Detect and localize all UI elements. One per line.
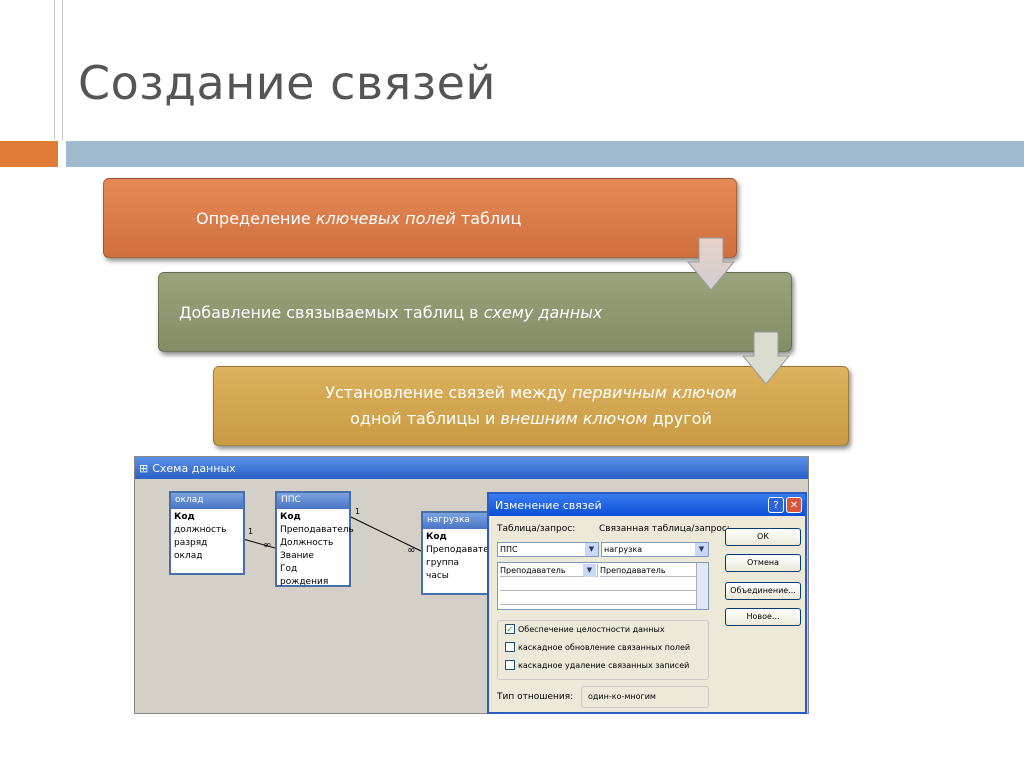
field-row[interactable]: Должность xyxy=(280,538,334,548)
dialog-titlebar: Изменение связей ?✕ xyxy=(489,494,805,516)
join-type-button[interactable]: Объединение... xyxy=(725,582,801,600)
ok-button[interactable]: ОК xyxy=(725,528,801,546)
grid-scrollbar[interactable] xyxy=(696,563,708,609)
cancel-button[interactable]: Отмена xyxy=(725,554,801,572)
slide-title: Создание связей xyxy=(78,56,496,110)
relation-lines xyxy=(242,516,422,552)
field-row[interactable]: Код xyxy=(280,512,301,522)
field-row[interactable]: часы xyxy=(426,571,449,581)
help-button[interactable]: ? xyxy=(768,497,784,513)
empty-row[interactable] xyxy=(500,578,696,591)
dialog-title: Изменение связей xyxy=(495,498,602,512)
schema-window-titlebar: ⊞ Схема данных xyxy=(135,457,808,479)
field-row[interactable]: Год рождения xyxy=(280,564,329,587)
cascade-update-checkbox[interactable]: каскадное обновление связанных полей xyxy=(505,642,690,652)
table-header[interactable]: нагрузка xyxy=(423,513,489,529)
field-row[interactable]: Код xyxy=(174,512,195,522)
empty-row[interactable] xyxy=(500,592,696,605)
field-row[interactable]: группа xyxy=(426,558,460,568)
field-row[interactable]: Преподаватель xyxy=(280,525,354,535)
cascade-delete-checkbox[interactable]: каскадное удаление связанных записей xyxy=(505,660,689,670)
table-pps[interactable]: ППС Код Преподаватель Должность Звание Г… xyxy=(275,491,354,587)
relation-many-label: ∞ xyxy=(407,545,416,556)
table-nagruzka[interactable]: нагрузка Код Преподаватель группа часы xyxy=(421,511,500,595)
field-row[interactable]: Код xyxy=(426,532,447,542)
edit-relationships-dialog: Изменение связей ?✕ Таблица/запрос: Связ… xyxy=(487,492,807,714)
field-row[interactable]: должность xyxy=(174,525,227,535)
step-arrow-2 xyxy=(741,331,791,385)
table-header[interactable]: ППС xyxy=(277,493,349,509)
table-select[interactable]: ППС▼ xyxy=(497,542,599,557)
chevron-down-icon[interactable]: ▼ xyxy=(583,564,596,577)
table-query-label: Таблица/запрос: xyxy=(497,524,576,534)
related-table-label: Связанная таблица/запрос: xyxy=(599,524,730,534)
relation-one-label: 1 xyxy=(355,507,361,516)
left-field-cell[interactable]: Преподаватель▼ xyxy=(500,564,598,577)
create-new-button[interactable]: Новое... xyxy=(725,608,801,626)
step-3: Установление связей между первичным ключ… xyxy=(213,366,849,446)
relationship-type-value: один-ко-многим xyxy=(581,686,709,708)
accent-bar-blue xyxy=(66,141,1024,167)
field-row[interactable]: Звание xyxy=(280,551,314,561)
field-row[interactable]: разряд xyxy=(174,538,208,548)
schema-window-title: Схема данных xyxy=(152,461,236,475)
relationship-type-label: Тип отношения: xyxy=(497,692,574,702)
table-header[interactable]: оклад xyxy=(171,493,243,509)
chevron-down-icon[interactable]: ▼ xyxy=(695,543,708,556)
field-mapping-grid[interactable]: Преподаватель▼ Преподаватель xyxy=(497,562,709,610)
integrity-group xyxy=(497,620,709,680)
right-field-cell[interactable]: Преподаватель xyxy=(600,564,696,577)
schema-icon: ⊞ xyxy=(139,461,149,475)
enforce-integrity-checkbox[interactable]: ✓Обеспечение целостности данных xyxy=(505,624,665,634)
chevron-down-icon[interactable]: ▼ xyxy=(585,543,598,556)
checkmark-icon[interactable]: ✓ xyxy=(505,624,515,634)
close-button[interactable]: ✕ xyxy=(786,497,802,513)
field-row[interactable]: оклад xyxy=(174,551,203,561)
field-row[interactable]: Преподаватель xyxy=(426,545,500,555)
step-2: Добавление связываемых таблиц в схему да… xyxy=(158,272,792,352)
relation-many-label: ∞ xyxy=(263,540,272,551)
related-table-select[interactable]: нагрузка▼ xyxy=(601,542,709,557)
step-arrow-1 xyxy=(686,237,736,291)
table-oklad[interactable]: оклад Код должность разряд оклад xyxy=(169,491,245,575)
step-1: Определение ключевых полей таблиц xyxy=(103,178,737,258)
accent-bar-orange xyxy=(0,141,58,167)
title-area xyxy=(0,0,1024,140)
relation-one-label: 1 xyxy=(248,527,254,536)
